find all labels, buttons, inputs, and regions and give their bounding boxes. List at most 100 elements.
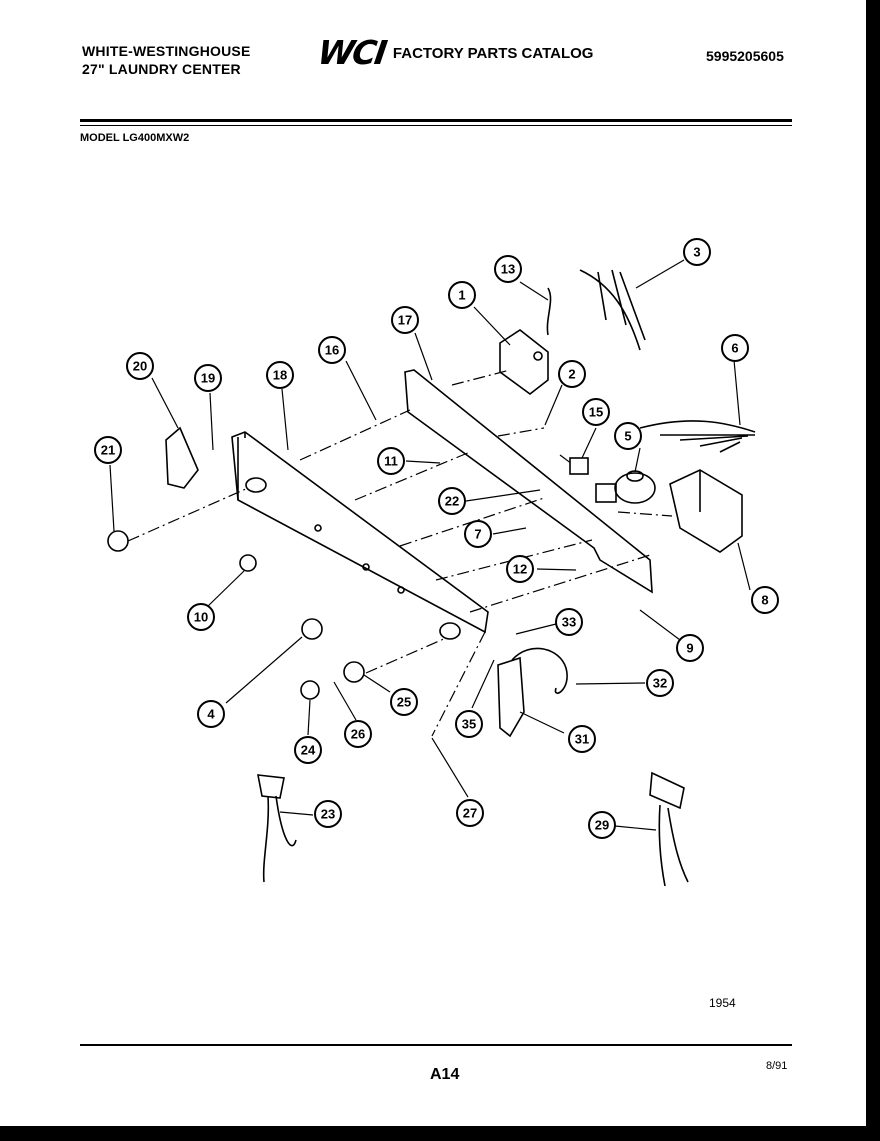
callout-number: 20: [133, 359, 147, 374]
callout-9: 9: [676, 634, 704, 662]
callout-17: 17: [391, 306, 419, 334]
callout-12: 12: [506, 555, 534, 583]
harness-32: [511, 647, 568, 694]
callout-circle: [646, 669, 674, 697]
door-switch: [497, 656, 525, 738]
callout-2: 2: [558, 360, 586, 388]
callout-number: 5: [624, 429, 631, 444]
callout-circle: [721, 334, 749, 362]
callout-number: 12: [513, 562, 527, 577]
backsplash-bracket: [404, 369, 653, 594]
catalog-number: 5995205605: [706, 48, 784, 64]
callout-4: 4: [197, 700, 225, 728]
callout-number: 18: [273, 368, 287, 383]
callout-5: 5: [614, 422, 642, 450]
product-name: 27" LAUNDRY CENTER: [82, 61, 241, 77]
callout-number: 22: [445, 494, 459, 509]
callout-circle: [187, 603, 215, 631]
callout-24: 24: [294, 736, 322, 764]
callout-3: 3: [683, 238, 711, 266]
callout-circle: [751, 586, 779, 614]
callout-number: 13: [501, 262, 515, 277]
callout-number: 33: [562, 615, 576, 630]
callout-7: 7: [464, 520, 492, 548]
callout-22: 22: [438, 487, 466, 515]
callout-circle: [588, 811, 616, 839]
callout-circle: [464, 520, 492, 548]
callout-number: 29: [595, 818, 609, 833]
callout-25: 25: [390, 688, 418, 716]
callout-number: 21: [101, 443, 115, 458]
knob-25: [343, 661, 365, 683]
callout-circle: [377, 447, 405, 475]
callout-21: 21: [94, 436, 122, 464]
callout-number: 16: [325, 343, 339, 358]
bracket-part: [165, 426, 199, 489]
callout-number: 17: [398, 313, 412, 328]
callout-number: 6: [731, 341, 738, 356]
callout-number: 35: [462, 717, 476, 732]
callout-13: 13: [494, 255, 522, 283]
diagram-parts: [107, 269, 756, 887]
callout-number: 4: [207, 707, 215, 722]
callout-31: 31: [568, 725, 596, 753]
callout-circle: [294, 736, 322, 764]
callout-number: 15: [589, 405, 603, 420]
knob-4: [301, 618, 323, 640]
knob-21: [107, 530, 129, 552]
header-rule-thick: [80, 119, 792, 122]
model-number: MODEL LG400MXW2: [80, 132, 190, 144]
harness-6: [639, 420, 756, 453]
callout-29: 29: [588, 811, 616, 839]
catalog-date: 8/91: [766, 1060, 788, 1072]
callout-circle: [456, 799, 484, 827]
exploded-parts-diagram: 1234567891011121315161718192021222324252…: [94, 238, 779, 887]
callout-circle: [582, 398, 610, 426]
callout-number: 23: [321, 807, 335, 822]
callout-circle: [94, 436, 122, 464]
callout-number: 19: [201, 371, 215, 386]
callout-pointers: [109, 259, 751, 831]
callout-19: 19: [194, 364, 222, 392]
callout-circle: [194, 364, 222, 392]
harness-3: [579, 269, 646, 351]
callout-number: 2: [568, 367, 575, 382]
callout-circle: [614, 422, 642, 450]
callout-number: 10: [194, 610, 208, 625]
diagram-code: 1954: [709, 996, 736, 1010]
callout-circle: [448, 281, 476, 309]
callout-circle: [555, 608, 583, 636]
callout-number: 11: [384, 454, 398, 469]
control-panel: [231, 431, 489, 634]
callout-circle: [455, 710, 483, 738]
catalog-title: FACTORY PARTS CATALOG: [392, 44, 594, 62]
callout-circle: [676, 634, 704, 662]
callout-number: 1: [458, 288, 465, 303]
harness-29: [649, 771, 689, 887]
callout-circle: [390, 688, 418, 716]
parts-catalog-page: WHITE-WESTINGHOUSE 27" LAUNDRY CENTER WC…: [0, 0, 866, 1126]
callout-32: 32: [646, 669, 674, 697]
callout-number: 3: [693, 245, 700, 260]
callout-11: 11: [377, 447, 405, 475]
callout-circle: [318, 336, 346, 364]
callout-circle: [494, 255, 522, 283]
callout-circle: [197, 700, 225, 728]
callout-number: 9: [686, 641, 693, 656]
harness-13: [546, 287, 552, 336]
callout-circle: [391, 306, 419, 334]
callout-18: 18: [266, 361, 294, 389]
header-rule-thin: [80, 125, 792, 126]
callout-circle: [344, 720, 372, 748]
knob-24: [300, 680, 320, 700]
callout-circle: [314, 800, 342, 828]
callout-15: 15: [582, 398, 610, 426]
callout-number: 26: [351, 727, 365, 742]
callout-circle: [568, 725, 596, 753]
assembly-leader-lines: [127, 369, 673, 737]
callout-number: 7: [474, 527, 481, 542]
callout-circle: [506, 555, 534, 583]
callout-8: 8: [751, 586, 779, 614]
callout-number: 25: [397, 695, 411, 710]
harness-23: [257, 774, 297, 883]
